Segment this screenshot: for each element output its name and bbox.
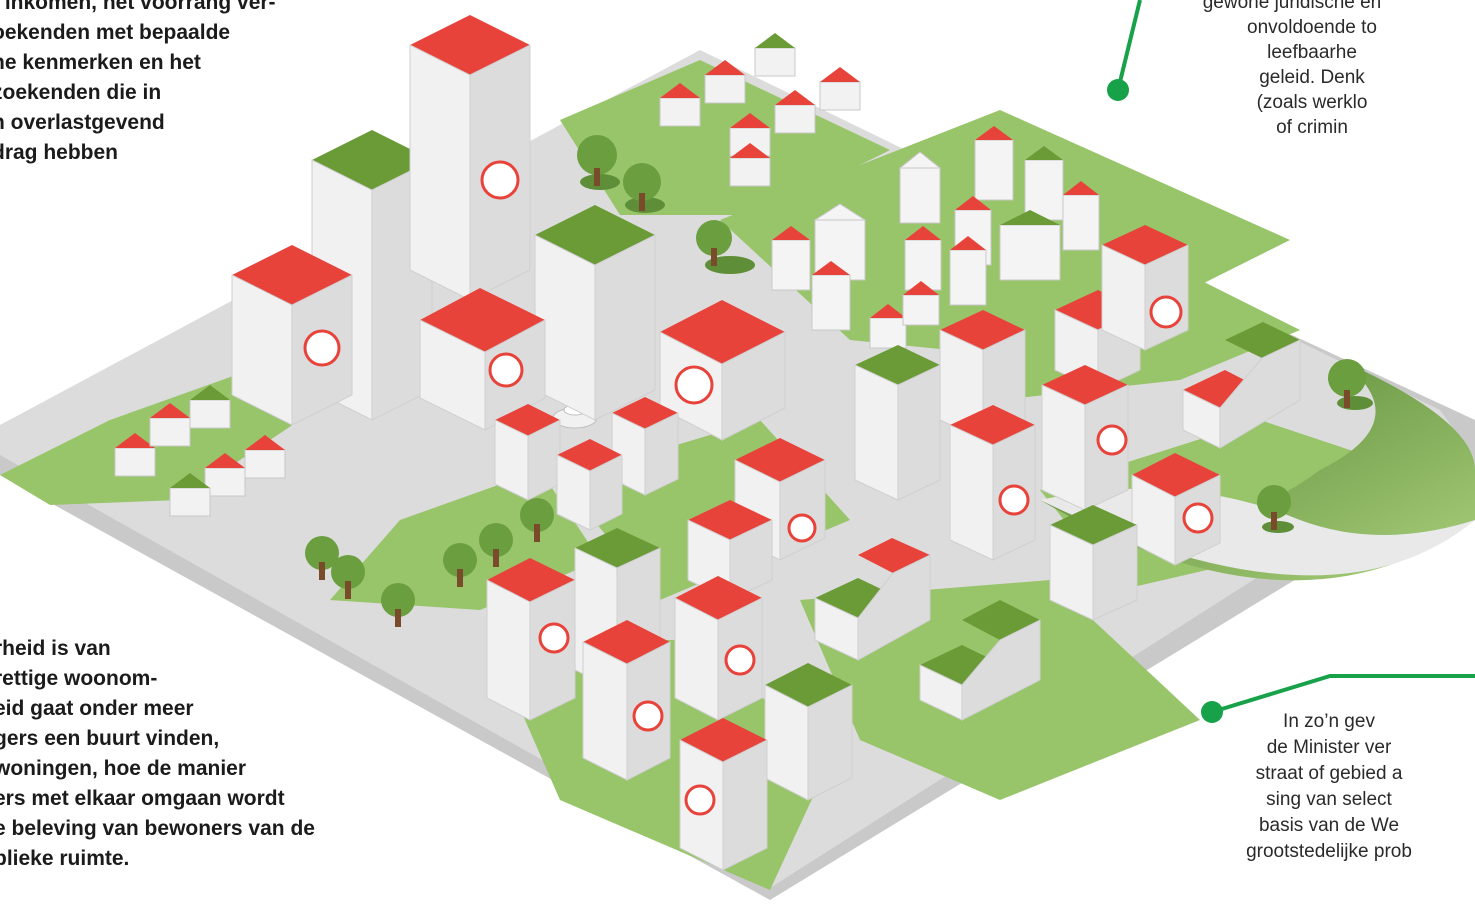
vandalism-icon xyxy=(480,160,520,200)
text-line: sing van select xyxy=(1266,789,1392,810)
text-line: woningen, hoe de manier xyxy=(0,757,247,780)
text-line: In zo’n gev xyxy=(1283,711,1375,732)
text-block-bottom-right: In zo’n gev de Minister ver straat of ge… xyxy=(1179,709,1475,865)
alcohol-drugs-icon xyxy=(303,329,341,367)
callout-dot xyxy=(1107,79,1129,101)
trees xyxy=(305,135,1373,627)
vandalism-icon xyxy=(674,365,714,405)
villas xyxy=(771,126,1100,349)
weapon-icon xyxy=(538,622,570,654)
text-line: straat of gebied a xyxy=(1255,763,1403,784)
text-line: e beleving van bewoners van de xyxy=(0,817,315,840)
text-line: basis van de We xyxy=(1258,815,1400,836)
text-block-top-right: gewone juridische en onvoldoende to leef… xyxy=(1147,0,1475,140)
aggression-icon xyxy=(724,644,756,676)
houses-left xyxy=(114,385,286,517)
vandalism-icon xyxy=(684,784,716,816)
text-line: n overlastgevend xyxy=(0,111,165,134)
callout-lines xyxy=(1116,0,1475,714)
text-line: gers een buurt vinden, xyxy=(0,727,220,750)
callout-dot xyxy=(1201,701,1223,723)
text-line: rheid is van xyxy=(0,637,111,660)
noise-icon xyxy=(787,513,817,543)
alcohol-drugs-icon xyxy=(632,700,664,732)
text-line: rettige woonom- xyxy=(0,667,158,690)
text-line: (zoals werklo xyxy=(1256,92,1368,113)
text-line: drag hebben xyxy=(0,141,119,164)
aggression-icon xyxy=(1149,295,1183,329)
aggression-icon xyxy=(488,352,524,388)
text-line: eid gaat onder meer xyxy=(0,697,194,720)
text-line: blieke ruimte. xyxy=(0,847,130,870)
text-line: oekenden met bepaalde xyxy=(0,21,231,44)
text-line: t inkomen, het voorrang ver- xyxy=(0,0,276,14)
text-line: gewone juridische en xyxy=(1202,0,1382,13)
text-line: leefbaarhe xyxy=(1267,42,1357,63)
text-block-top-left: t inkomen, het voorrang ver- oekenden me… xyxy=(0,0,276,168)
text-line: zoekenden die in xyxy=(0,81,162,104)
text-line: grootstedelijke prob xyxy=(1246,841,1412,862)
noise-icon xyxy=(998,484,1030,516)
weapon-icon xyxy=(1182,502,1214,534)
buildings xyxy=(231,15,1301,871)
text-line: de Minister ver xyxy=(1266,737,1392,758)
alcohol-drugs-icon xyxy=(1096,424,1128,456)
text-line: geleid. Denk xyxy=(1259,67,1365,88)
text-line: ers met elkaar omgaan wordt xyxy=(0,787,285,810)
text-line: of crimin xyxy=(1276,117,1348,138)
text-line: onvoldoende to xyxy=(1247,17,1377,38)
text-block-bottom-left: rheid is van rettige woonom- eid gaat on… xyxy=(0,634,315,874)
houses-top xyxy=(659,33,861,187)
text-line: he kenmerken en het xyxy=(0,51,201,74)
